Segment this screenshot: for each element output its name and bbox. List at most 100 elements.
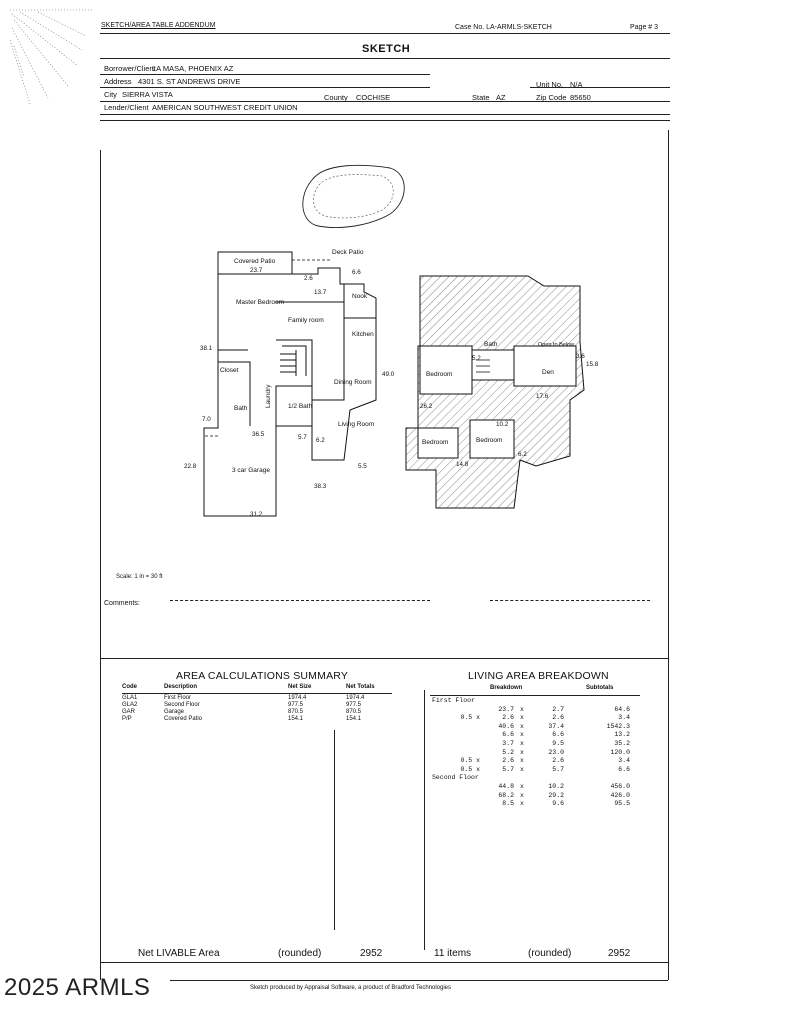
dim: 7.0: [202, 416, 211, 423]
address-value: 4301 S. ST ANDREWS DRIVE: [138, 77, 241, 86]
dim: 17.6: [536, 393, 549, 400]
dim: 14.8: [456, 461, 469, 468]
room-nook: Nook: [352, 293, 368, 300]
room-garage: 3 car Garage: [232, 467, 270, 474]
living-breakdown-title: LIVING AREA BREAKDOWN: [468, 670, 609, 682]
city-value: SIERRA VISTA: [122, 90, 173, 99]
room-half-bath: 1/2 Bath: [288, 403, 313, 410]
breakdown-header-breakdown: Breakdown: [490, 685, 523, 691]
page-number: Page # 3: [630, 24, 659, 31]
col-net-size: Net Size: [288, 684, 312, 690]
zip-value: 85650: [570, 93, 591, 102]
room-laundry: Laundry: [265, 384, 272, 408]
breakdown-header-subtotals: Subtotals: [586, 685, 614, 691]
dim: 22.8: [184, 463, 197, 470]
subject-block: Borrower/Client LA MASA, PHOENIX AZ Addr…: [102, 60, 670, 120]
room-deck-patio: Deck Patio: [332, 249, 364, 256]
form-name: SKETCH/AREA TABLE ADDENDUM: [101, 22, 216, 29]
dim: 5.2: [472, 355, 481, 362]
dim: 6.2: [316, 437, 325, 444]
room-second-bath: Bath: [484, 341, 498, 348]
net-livable-label: Net LIVABLE Area: [138, 948, 220, 959]
net-livable-value: 2952: [360, 948, 383, 959]
dim: 49.0: [382, 371, 395, 378]
software-credit: Sketch produced by Appraisal Software, a…: [250, 985, 452, 991]
second-floor-plan: [405, 275, 585, 509]
room-family-room: Family room: [288, 317, 324, 324]
file-number: Case No. LA-ARMLS-SKETCH: [455, 24, 552, 31]
dim: 5.5: [358, 463, 367, 470]
dim: 38.1: [200, 345, 213, 352]
col-net-totals: Net Totals: [346, 684, 375, 690]
dim: 5.7: [298, 434, 307, 441]
city-label: City: [104, 90, 117, 99]
dim: 6.2: [518, 451, 527, 458]
dim: 10.2: [496, 421, 509, 428]
breakdown-rounded: (rounded): [528, 948, 572, 959]
lender-value: AMERICAN SOUTHWEST CREDIT UNION: [152, 103, 298, 112]
borrower-label: Borrower/Client: [104, 64, 156, 73]
dim: 2.6: [304, 275, 313, 282]
col-code: Code: [122, 684, 137, 690]
room-closet: Closet: [220, 367, 239, 374]
items-count: 11 items: [434, 948, 472, 959]
room-den: Den: [542, 369, 554, 376]
pool-shape: [302, 164, 405, 228]
scale-note: Scale: 1 in = 30 ft: [116, 574, 163, 580]
room-bath: Bath: [234, 405, 248, 412]
armls-watermark: 2025 ARMLS: [4, 974, 151, 1001]
lender-label: Lender/Client: [104, 103, 149, 112]
col-description: Description: [164, 684, 198, 690]
county-value: COCHISE: [356, 93, 391, 102]
dim: 6.6: [352, 269, 361, 276]
area-summary-table: Code Description Net Size Net Totals GLA…: [122, 684, 402, 723]
unit-value: N/A: [570, 80, 583, 89]
net-livable-rounded: (rounded): [278, 948, 322, 959]
room-kitchen: Kitchen: [352, 331, 374, 338]
dim: 31.2: [250, 511, 263, 518]
zip-label: Zip Code: [536, 93, 567, 102]
area-summary-title: AREA CALCULATIONS SUMMARY: [176, 670, 349, 682]
room-second-bedroom-3: Bedroom: [476, 437, 502, 444]
floor-plan-sketch: Covered Patio Deck Patio Nook Master Bed…: [100, 150, 668, 550]
dim: 26.2: [420, 403, 433, 410]
dim: 13.7: [314, 289, 327, 296]
dim: 3.6: [576, 353, 585, 360]
dim: 23.7: [250, 267, 263, 274]
borrower-value: LA MASA, PHOENIX AZ: [152, 64, 234, 73]
state-label: State: [472, 93, 490, 102]
address-label: Address: [104, 77, 132, 86]
county-label: County: [324, 93, 348, 102]
second-floor-label: Second Floor: [432, 774, 479, 782]
room-second-bedroom-1: Bedroom: [426, 371, 452, 378]
dim: 36.5: [252, 431, 265, 438]
first-floor-plan: [203, 251, 377, 517]
room-living-room: Living Room: [338, 421, 374, 428]
unit-label: Unit No.: [536, 80, 564, 89]
first-floor-label: First Floor: [432, 697, 475, 704]
room-master-bedroom-1: Master Bedroom: [236, 299, 284, 306]
state-value: AZ: [496, 93, 506, 102]
scan-corner-artifact: [8, 6, 96, 106]
dim: 38.3: [314, 483, 327, 490]
room-dining-room: Dining Room: [334, 379, 372, 386]
breakdown-total: 2952: [608, 948, 631, 959]
dim: 15.8: [586, 361, 599, 368]
area-open-to-below: Open to Below: [538, 342, 574, 348]
